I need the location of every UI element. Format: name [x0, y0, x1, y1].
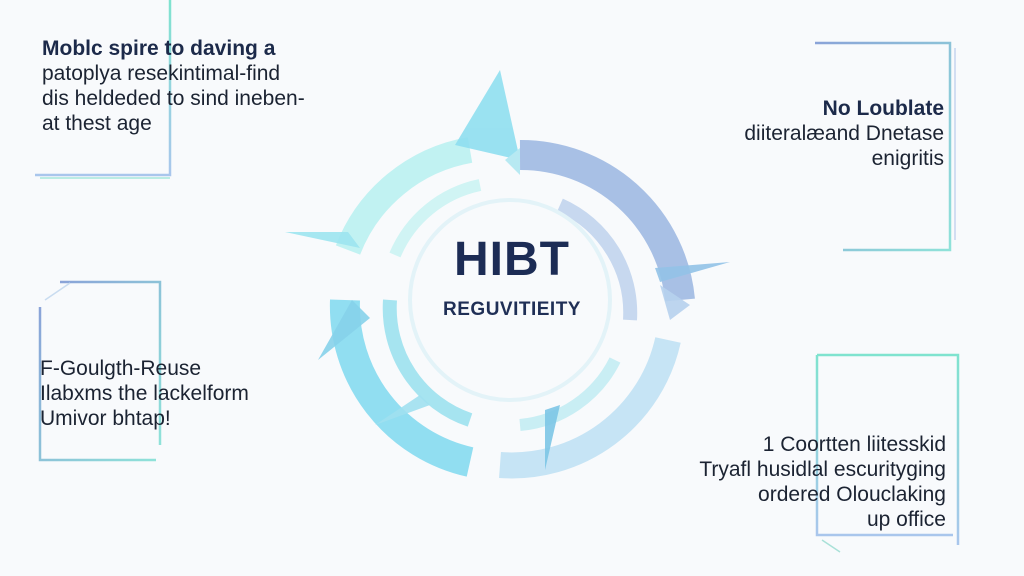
- frame-top-left: [28, 0, 172, 179]
- panel-top-left-line-3: dis heldeded to sind ineben-: [42, 87, 305, 110]
- inner-ring: [382, 179, 638, 431]
- panel-top-right-line-2: enigritis: [871, 147, 944, 170]
- panel-top-left-line-4: at thest age: [42, 112, 152, 135]
- panel-top-right-heading: No Loublate: [822, 97, 944, 120]
- frame-top-right: [813, 41, 956, 252]
- panel-top-right-line-1: diiteralæand Dnetase: [744, 122, 944, 145]
- frame-bottom-left: [38, 280, 162, 462]
- panel-bottom-right-line-2: ordered Olouclaking: [758, 483, 946, 506]
- center-title: HIBT: [454, 233, 570, 286]
- frame-bottom-right: [815, 353, 960, 553]
- panel-top-left-line-1: Moblc spire to daving a: [42, 37, 276, 60]
- panel-top-left-line-2: patoplya resekintimal-find: [42, 62, 281, 85]
- panel-bottom-right-line-3: up office: [866, 508, 946, 531]
- panel-bottom-right-heading: 1 Coortten liitesskid: [762, 433, 946, 456]
- panel-top-right: No Loublate diiteralæand Dnetase enigrit…: [720, 96, 944, 171]
- panel-bottom-right-line-1: Tryafl husidlal escurityging: [699, 458, 946, 481]
- panel-top-left: Moblc spire to daving a patoplya resekin…: [42, 36, 305, 136]
- panel-bottom-left-line-3: Umivor bhtap!: [40, 407, 171, 430]
- panel-bottom-left: F-Goulgth-Reuse Ilabxms the lackelform U…: [40, 356, 249, 431]
- arrow-rays: [285, 70, 730, 470]
- panel-bottom-right: 1 Coortten liitesskid Tryafl husidlal es…: [660, 432, 946, 532]
- panel-bottom-left-line-2: Ilabxms the lackelform: [40, 382, 249, 405]
- panel-bottom-left-line-1: F-Goulgth-Reuse: [40, 357, 202, 380]
- center-subtitle: REGUVITIEITY: [443, 299, 581, 320]
